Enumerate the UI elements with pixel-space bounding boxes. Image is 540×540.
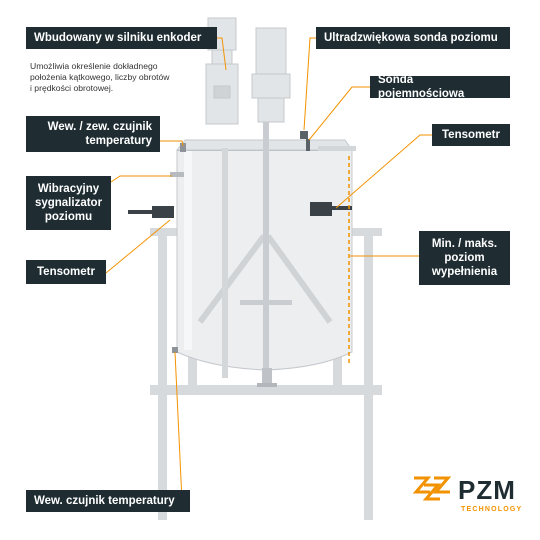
label-load-cell-right: Tensometr (432, 124, 510, 146)
capacitive-probe (306, 139, 310, 151)
leader-temp-bottom (174, 351, 190, 502)
ultrasonic-probe (300, 131, 308, 139)
label-capacitive: Sonda pojemnościowa (370, 74, 510, 100)
encoder-note: Umożliwia określenie dokładnego położeni… (30, 61, 170, 93)
temp-sensor-bottom (172, 347, 178, 353)
leader-temp-in-out (160, 140, 184, 147)
motor-left (205, 17, 239, 125)
temp-sensor-top (180, 143, 186, 152)
label-vibration: Wibracyjny sygnalizator poziomu (26, 176, 111, 230)
leader-capacitive (308, 86, 370, 141)
leader-load-cell-left (105, 219, 171, 274)
tank-body (175, 120, 353, 387)
label-temp-in: Wew. czujnik temperatury (26, 490, 190, 512)
load-cell-right (310, 202, 352, 216)
leader-vibration (110, 175, 172, 183)
top-pipe (318, 146, 356, 151)
load-cell-left (128, 206, 174, 218)
label-encoder: Wbudowany w silniku enkoder (26, 27, 217, 49)
pzm-logo-icon (412, 476, 452, 501)
label-temp-in-out: Wew. / zew. czujnik temperatury (26, 116, 160, 152)
label-load-cell-left: Tensometr (26, 260, 106, 284)
brand-name: PZM (458, 475, 516, 505)
label-level-minmax: Min. / maks. poziom wypełnienia (419, 231, 510, 285)
leader-encoder (217, 37, 227, 71)
label-ultrasonic: Ultradzwiękowa sonda poziomu (316, 27, 510, 49)
motor-right (251, 27, 291, 123)
brand-tagline: TECHNOLOGY (461, 506, 523, 513)
vibration-sensor (170, 172, 184, 177)
leader-ultrasonic (303, 37, 316, 131)
